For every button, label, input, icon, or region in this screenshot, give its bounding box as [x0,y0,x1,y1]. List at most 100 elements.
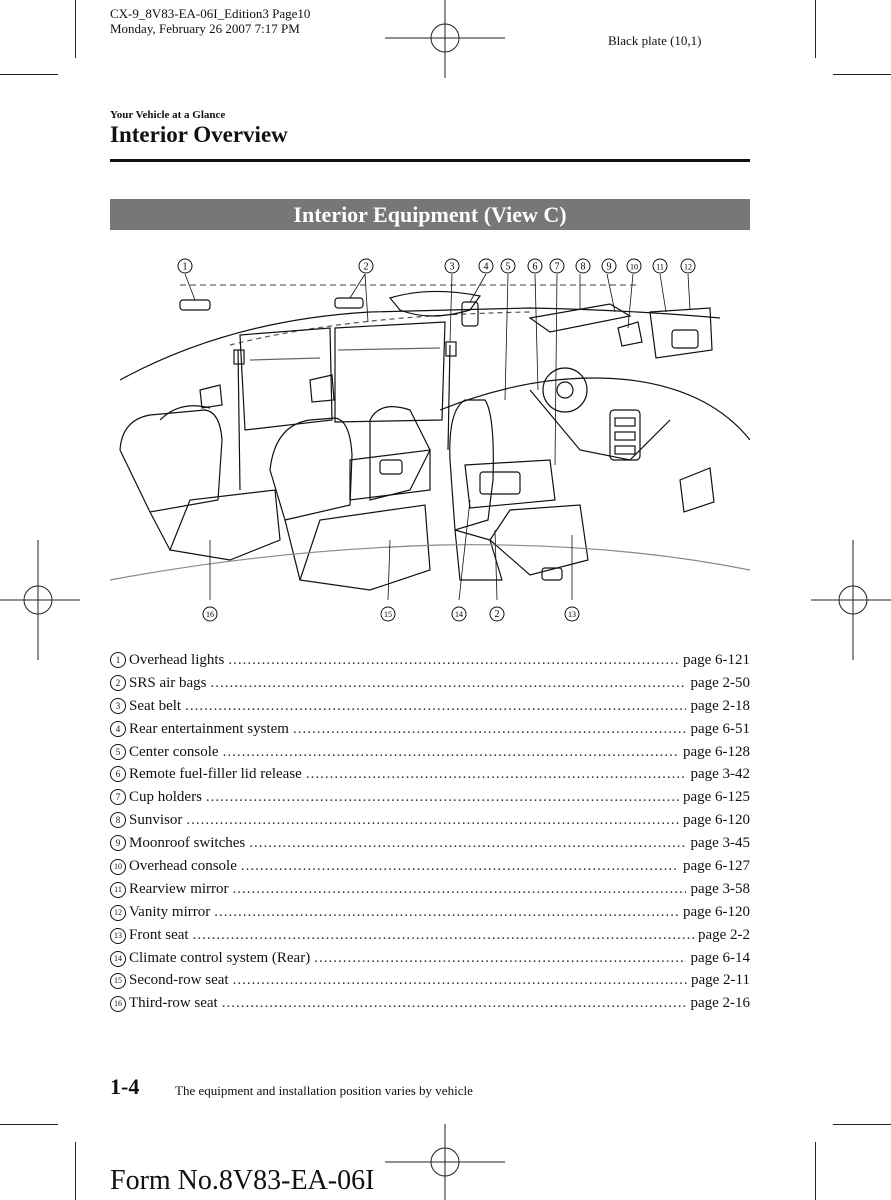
page-title: Interior Overview [110,122,288,147]
index-label: Overhead lights [129,652,225,668]
page-ref: page 6-127 [682,858,750,875]
callout-2: 2 [364,262,369,273]
registration-mark-top [385,0,505,78]
index-label: SRS air bags [129,674,207,691]
leader-dots [222,995,687,1012]
page-ref: page 2-18 [690,697,750,714]
crop-mark [75,1142,76,1200]
callout-3: 3 [450,262,455,273]
index-label: Overhead console [129,858,237,875]
page-ref: page 6-125 [682,789,750,806]
callout-5: 5 [506,262,511,273]
crop-mark [0,74,58,75]
crop-mark [0,1124,58,1125]
page-ref: page 6-14 [690,949,750,966]
index-label: Seat belt [129,697,182,714]
crop-mark [833,74,891,75]
index-number: 15 [110,973,126,990]
index-number: 14 [110,950,126,967]
index-number: 9 [110,835,126,852]
index-label: Front seat [129,926,189,943]
crop-mark [815,0,816,58]
callout-14: 14 [455,610,463,619]
callout-12: 12 [684,263,692,272]
section-label: Your Vehicle at a Glance [110,109,226,121]
leader-dots [233,881,687,898]
index-number: 10 [110,859,126,876]
index-number: 13 [110,927,126,944]
footnote: The equipment and installation position … [175,1083,473,1098]
print-meta-date: Monday, February 26 2007 7:17 PM [110,21,300,36]
index-row: 8Sunvisorpage 6-120 [110,812,750,835]
index-label: Sunvisor [129,812,183,829]
leader-dots [211,675,687,692]
section-banner: Interior Equipment (View C) [110,199,750,230]
page-ref: page 3-58 [690,880,750,897]
print-meta-file: CX-9_8V83-EA-06I_Edition3 Page10 [110,6,311,21]
print-meta: CX-9_8V83-EA-06I_Edition3 Page10 Monday,… [110,6,310,36]
page-ref: page 2-2 [697,926,750,943]
index-label: Rear entertainment system [129,720,289,737]
page-ref: page 3-42 [690,766,750,783]
callout-11: 11 [656,263,664,272]
page-ref: page 6-121 [682,652,750,668]
page-ref: page 6-120 [682,903,750,920]
callout-row-top: 1 2 3 4 5 6 7 8 9 10 11 12 [177,258,696,274]
page-ref: page 6-120 [682,812,750,829]
leader-dots [223,744,679,761]
index-number: 7 [110,789,126,806]
interior-illustration: 1 2 3 4 5 6 7 8 9 10 11 12 16 15 14 2 13 [110,258,750,622]
crop-mark [815,1142,816,1200]
registration-mark-right [811,540,891,660]
callout-10: 10 [630,263,638,272]
callout-1: 1 [183,262,188,273]
crop-mark [75,0,76,58]
index-number: 12 [110,904,126,921]
leader-dots [185,698,686,715]
index-label: Climate control system (Rear) [129,949,311,966]
leader-dots [306,766,687,783]
callout-15: 15 [384,610,392,619]
callout-row-bottom: 16 15 14 2 13 [202,606,580,622]
page-ref: page 6-128 [682,743,750,760]
title-rule [110,159,750,162]
leader-dots [314,950,686,967]
index-label: Remote fuel-filler lid release [129,766,302,783]
leader-dots [228,652,679,669]
page-ref: page 2-50 [690,674,750,691]
index-number: 4 [110,720,126,737]
index-label: Cup holders [129,789,202,806]
leader-dots [206,789,679,806]
leader-dots [233,972,687,989]
index-number: 6 [110,766,126,783]
index-label: Vanity mirror [129,903,211,920]
form-number: Form No.8V83-EA-06I [110,1165,375,1196]
index-label: Rearview mirror [129,880,229,897]
leader-dots [293,721,686,738]
index-label: Center console [129,743,219,760]
leader-dots [241,858,679,875]
callout-6: 6 [533,262,538,273]
callout-16: 16 [206,610,214,619]
page-ref: page 2-11 [690,972,750,989]
leader-dots [214,904,679,921]
callout-4: 4 [484,262,489,273]
page-ref: page 3-45 [690,835,750,852]
callout-9: 9 [607,262,612,273]
